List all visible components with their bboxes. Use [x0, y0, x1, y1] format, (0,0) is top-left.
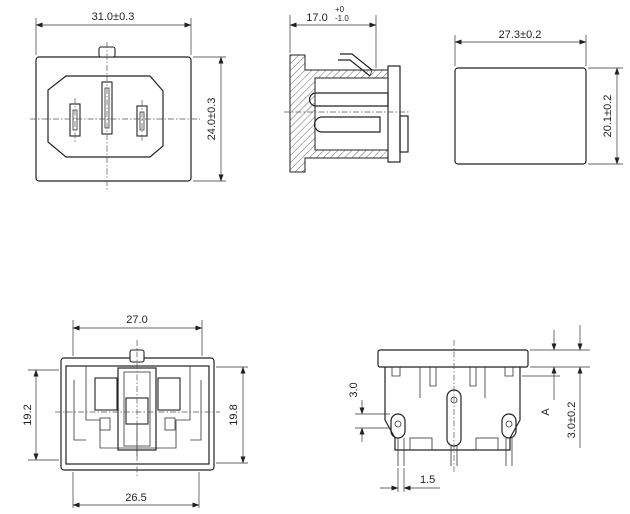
- rear-bottom-width-label: 26.5: [125, 492, 146, 504]
- front-view: 31.0±0.3 24.0±0.3: [30, 11, 226, 190]
- side-section-view: 17.0 +0 -1.0: [284, 5, 410, 173]
- side-depth-tol-lower: -1.0: [335, 14, 349, 23]
- front-width-label: 31.0±0.3: [92, 11, 135, 23]
- rear-view: 27.0 26.5 19.2 19.8: [22, 314, 248, 508]
- side-pin-view: 3.0 1.5 A 3.0±0.2: [348, 325, 590, 492]
- flange-label: A: [540, 408, 552, 416]
- side-depth-tol-upper: +0: [335, 5, 345, 14]
- rear-left-height-label: 19.2: [22, 404, 34, 425]
- panel-height-label: 20.1±0.2: [602, 95, 614, 138]
- side-depth-label: 17.0: [306, 12, 327, 24]
- panel-cutout-view: 27.3±0.2 20.1±0.2: [454, 29, 623, 165]
- pin-offset-label: 3.0: [348, 382, 360, 397]
- front-height-label: 24.0±0.3: [206, 98, 218, 141]
- panel-width-label: 27.3±0.2: [499, 29, 542, 41]
- rear-top-width-label: 27.0: [126, 314, 147, 326]
- rear-right-height-label: 19.8: [228, 404, 240, 425]
- pin-pitch-label: 1.5: [420, 474, 435, 486]
- flange-thickness-label: 3.0±0.2: [566, 402, 578, 439]
